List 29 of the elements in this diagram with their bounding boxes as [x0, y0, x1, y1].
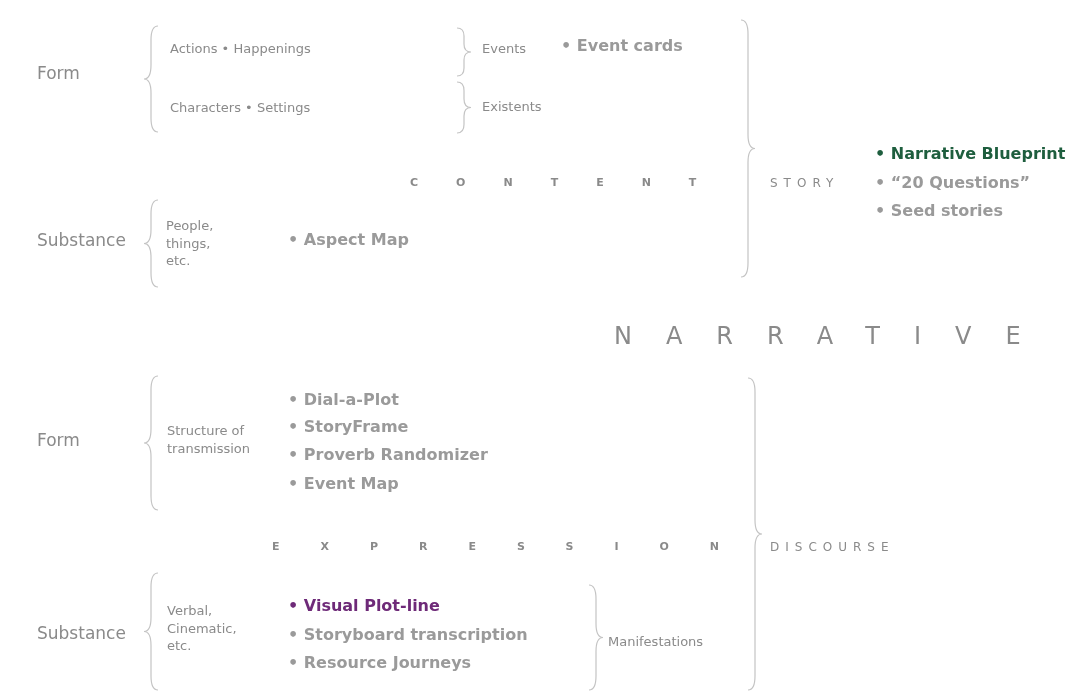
tool-name: • StoryFrame	[288, 416, 409, 438]
row-heading: Form	[37, 428, 80, 452]
category-label: Actions • Happenings	[170, 40, 311, 58]
level-label: DISCOURSE	[770, 538, 895, 556]
level-label: CONTENT	[410, 175, 735, 191]
row-heading: Substance	[37, 228, 126, 252]
row-heading: Substance	[37, 621, 126, 645]
tool-name: • Proverb Randomizer	[288, 444, 488, 466]
tool-name: • Visual Plot-line	[288, 595, 440, 617]
category-label: People, things, etc.	[166, 216, 215, 270]
level-label: STORY	[770, 174, 840, 192]
category-label: Structure of transmission	[167, 422, 252, 458]
tool-name: • Storyboard transcription	[288, 624, 528, 646]
category-label: Events	[482, 40, 526, 58]
category-label: Existents	[482, 98, 542, 116]
category-label: Verbal, Cinematic, etc.	[167, 601, 238, 655]
tool-name: • Seed stories	[875, 200, 1003, 222]
level-label: EXPRESSION	[272, 539, 761, 555]
tool-name: • Aspect Map	[288, 229, 409, 251]
tool-name: • Event Map	[288, 473, 399, 495]
tool-name: • Resource Journeys	[288, 652, 472, 674]
category-label: Manifestations	[608, 633, 704, 651]
tool-name: • “20 Questions”	[875, 172, 1031, 194]
main-heading: NARRATIVE	[614, 320, 1055, 352]
tool-name: • Event cards	[561, 35, 683, 57]
tool-name: • Narrative Blueprint	[875, 143, 1066, 165]
row-heading: Form	[37, 61, 80, 85]
tool-name: • Dial-a-Plot	[288, 389, 399, 411]
category-label: Characters • Settings	[170, 99, 311, 117]
